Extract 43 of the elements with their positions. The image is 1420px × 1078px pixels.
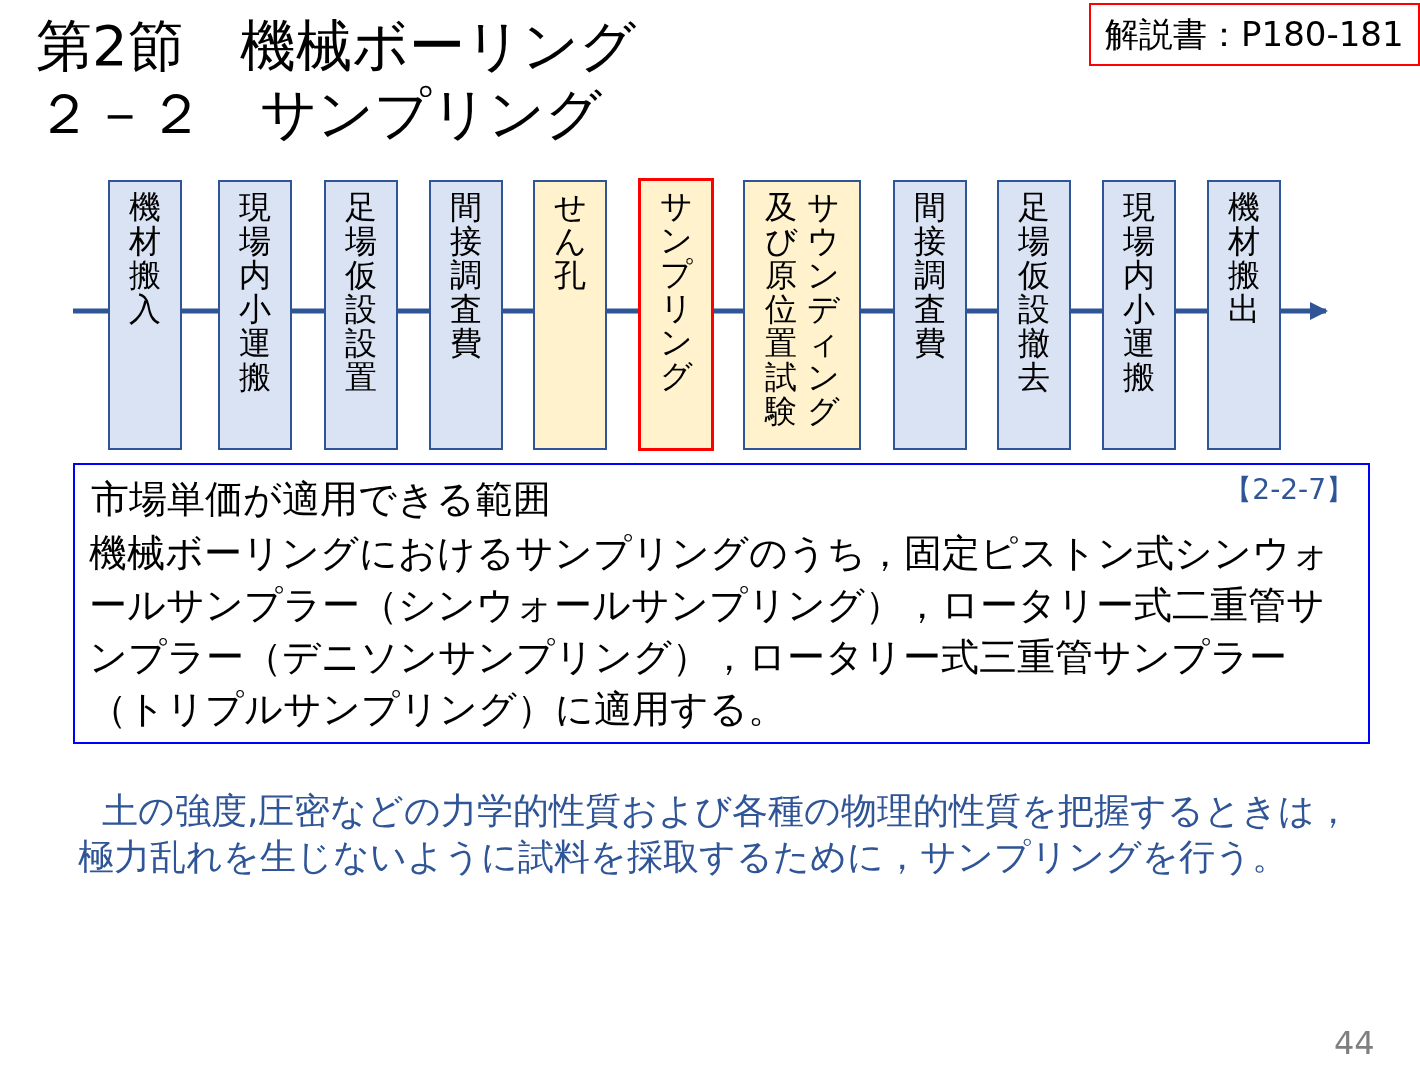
note-paragraph: 機械ボーリングにおけるサンプリングのうち，固定ピストン式シンウォールサンプラー（シンウォールサンプリング），ロータリー式二重管サンプラー（デニソンサンプリング），ロータリー式三重管サンプラー（トリプルサンプリング）に適用する。 xyxy=(89,530,1331,733)
process-box xyxy=(429,180,503,450)
process-box xyxy=(997,180,1071,450)
step-label: 足場仮設設置 xyxy=(344,190,378,394)
reference-text: 解説書：P180-181 xyxy=(1105,12,1404,56)
arrow xyxy=(1281,302,1328,320)
flow-line xyxy=(1071,308,1102,314)
reference-box xyxy=(1089,3,1420,66)
note-heading: 市場単価が適用できる範囲 xyxy=(91,476,551,523)
flow-line xyxy=(182,308,218,314)
step-label: 機材搬出 xyxy=(1227,190,1261,326)
flow-line xyxy=(503,308,533,314)
flow-line xyxy=(607,308,638,314)
flow-line xyxy=(861,308,893,314)
process-box xyxy=(1207,180,1281,450)
process-box xyxy=(1102,180,1176,450)
flow-line xyxy=(714,308,743,314)
step-label: サンプリング xyxy=(659,189,693,393)
process-box xyxy=(893,180,967,450)
step-label: 機材搬入 xyxy=(128,190,162,326)
page-number: 44 xyxy=(1334,1024,1375,1062)
step-label: せん孔 xyxy=(553,190,587,292)
process-box xyxy=(108,180,182,450)
process-box xyxy=(638,178,714,451)
step-label: 間接調査費 xyxy=(913,190,947,360)
step-label: 間接調査費 xyxy=(449,190,483,360)
flow-line xyxy=(292,308,324,314)
section-tag: 【2-2-7】 xyxy=(1224,471,1354,509)
step-label: 足場仮設撤去 xyxy=(1017,190,1051,394)
flow-line xyxy=(1176,308,1207,314)
step-label: 現場内小運搬 xyxy=(1122,190,1156,394)
step-label: 現場内小運搬 xyxy=(238,190,272,394)
note-box xyxy=(73,463,1370,744)
process-box xyxy=(324,180,398,450)
explanation-text: 土の強度,圧密などの力学的性質および各種の物理的性質を把握するときは，極力乱れを生じないように試料を採取するために，サンプリングを行う。 xyxy=(78,789,1353,879)
process-box xyxy=(218,180,292,450)
flow-line xyxy=(73,308,108,314)
step-label: サウンディング及び原位置試験 xyxy=(764,190,840,428)
slide-title: 第2節 機械ボーリング２－２ サンプリング xyxy=(36,12,637,148)
flow-line xyxy=(967,308,997,314)
process-box xyxy=(533,180,607,450)
flow-line xyxy=(398,308,429,314)
process-box xyxy=(743,180,861,450)
